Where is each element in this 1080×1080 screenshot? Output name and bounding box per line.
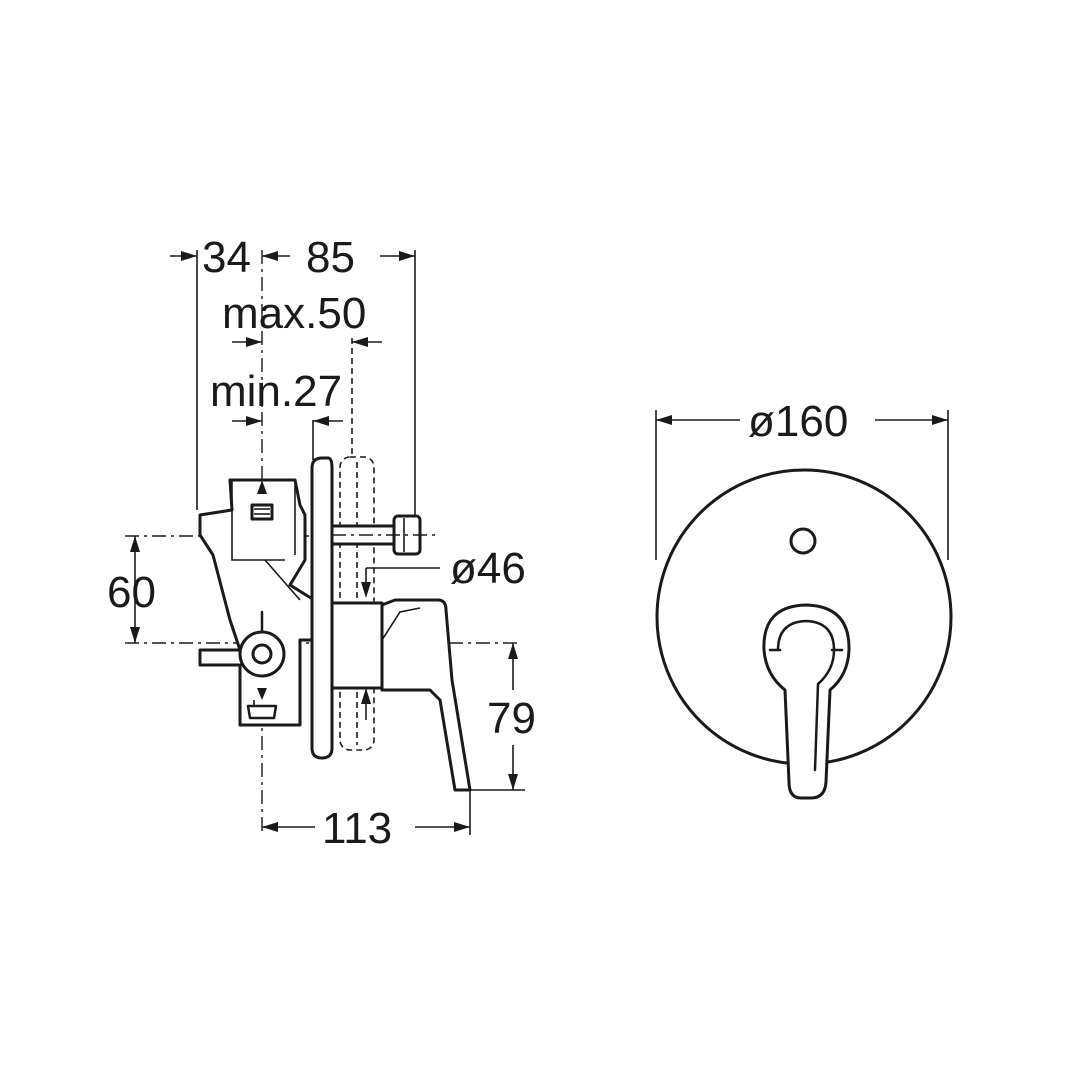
dim-113-label: 113 [322,804,392,853]
dim-max50-label: max.50 [222,289,366,338]
side-view: 34 85 max.50 min.27 60 [107,233,536,853]
dim-min27-label: min.27 [210,367,342,416]
dim-60-label: 60 [107,568,156,617]
dim-dia160-label: ø160 [748,397,848,446]
valve-body-icon [250,480,274,521]
bath-icon [246,700,278,720]
dim-dia46-label: ø46 [450,544,526,593]
dim-34-label: 34 [202,233,251,282]
lever-handle [762,603,851,800]
dim-79-label: 79 [487,694,536,743]
front-view: ø160 [655,397,953,800]
diverter-knob [789,527,817,555]
dim-85-label: 85 [306,233,355,282]
